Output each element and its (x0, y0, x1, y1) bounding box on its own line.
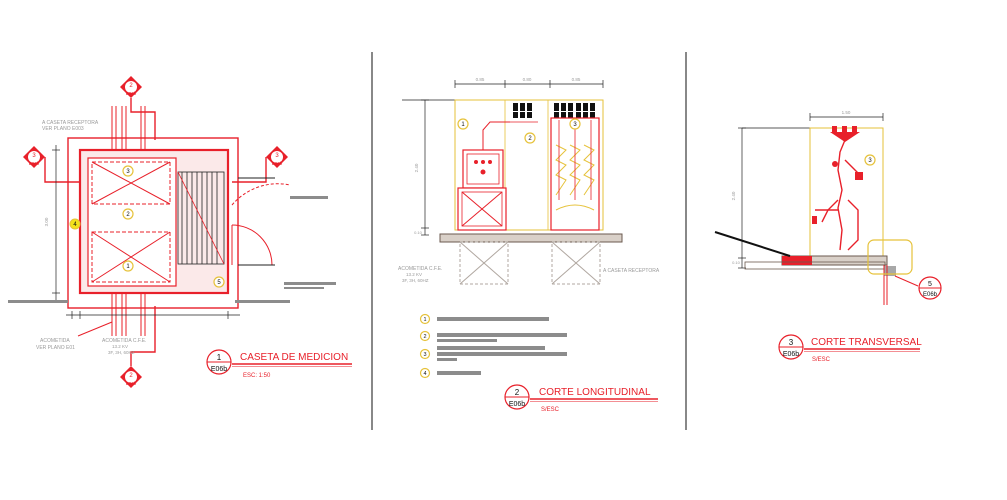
label-receptora: A CASETA RECEPTORA (42, 120, 99, 126)
title-corte-transversal: CORTE TRANSVERSAL (811, 337, 922, 348)
label-acometida-cfe-2: ACOMETIDA C.F.E. (398, 266, 442, 272)
svg-text:2: 2 (126, 212, 130, 218)
label-receptora-2: A CASETA RECEPTORA (603, 268, 660, 274)
svg-text:E06b: E06b (126, 381, 137, 386)
title-block-1: 1 E06b CASETA DE MEDICION ESC: 1:50 (206, 349, 352, 379)
zone-callouts: 3 2 1 4 5 (69, 165, 225, 288)
foundation-3 (714, 231, 896, 305)
foundation-2 (439, 233, 623, 285)
svg-text:E06b: E06b (272, 161, 283, 166)
svg-text:3: 3 (423, 352, 426, 358)
svg-text:E06b: E06b (29, 161, 40, 166)
svg-text:2: 2 (528, 136, 532, 142)
svg-text:4: 4 (73, 222, 77, 228)
svg-text:3: 3 (275, 153, 279, 159)
insulators-3 (830, 126, 860, 142)
svg-text:2: 2 (129, 83, 133, 89)
detail-marker-3[interactable]: 5 E06b (918, 276, 942, 300)
room-outline-2 (454, 99, 604, 231)
section-marker-left[interactable]: 3 E06b (23, 146, 45, 168)
dim-top-2c: 0.85 (572, 77, 581, 82)
switch-arm-3 (815, 139, 861, 251)
title-number-1: 1 (217, 353, 222, 362)
label-acometida-cfe: ACOMETIDA C.F.E. (102, 338, 146, 344)
title-block-3: 3 E06b CORTE TRANSVERSAL S/ESC (778, 334, 922, 363)
panel-corte-longitudinal: 0.85 0.80 0.85 2.40 0.10 (398, 77, 660, 413)
section-marker-bottom[interactable]: 2 E06b (120, 366, 142, 388)
label-acometida-ref: VER PLANO E01 (36, 345, 75, 351)
svg-text:E06b: E06b (126, 91, 137, 96)
panel-corte-transversal: 1.50 2.40 0.10 3 (714, 110, 942, 363)
marker-leaders (44, 98, 267, 366)
legend-2: 1 2 3 4 (419, 313, 567, 379)
dim-top-3: 1.50 (842, 110, 851, 115)
dim-side-2: 2.40 (414, 163, 419, 172)
acometida-leaders (77, 321, 123, 337)
svg-text:2: 2 (129, 373, 133, 379)
meter-cabinet (457, 121, 538, 231)
panel-caseta-medicion: 2 E06b 2 E06b 3 E06b 3 E06b (8, 76, 352, 388)
scale-2: S/ESC (541, 407, 560, 413)
scale-3: S/ESC (812, 357, 831, 363)
svg-text:1: 1 (423, 317, 426, 323)
dim-base-3: 0.10 (732, 260, 741, 265)
zone-callout-3 (864, 154, 876, 166)
stairs (177, 171, 225, 265)
label-acometida-cfe-2: 13.2 KV (112, 344, 128, 349)
dim-3 (738, 113, 884, 269)
title-corte-longitudinal: CORTE LONGITUDINAL (539, 387, 651, 398)
svg-text:2: 2 (423, 334, 426, 340)
switchgear-cabinet (550, 117, 600, 231)
svg-text:3F, 3H, 60HZ: 3F, 3H, 60HZ (402, 278, 429, 283)
svg-text:1: 1 (126, 264, 130, 270)
title-number-3: 3 (789, 338, 794, 347)
dim-side-3: 2.40 (731, 191, 736, 200)
dimension-lines (52, 145, 240, 319)
room-outline-3 (809, 127, 884, 259)
gray-annotations (8, 196, 336, 303)
conduits (111, 106, 146, 336)
svg-text:5: 5 (217, 280, 221, 286)
section-marker-top[interactable]: 2 E06b (120, 76, 142, 98)
label-receptora-ref: VER PLANO E003 (42, 126, 84, 132)
title-block-2: 2 E06b CORTE LONGITUDINAL S/ESC (504, 384, 658, 413)
title-number-2: 2 (515, 388, 520, 397)
svg-text:3: 3 (573, 122, 577, 128)
svg-text:13.2 KV: 13.2 KV (406, 272, 422, 277)
dim-top-2a: 0.85 (476, 77, 485, 82)
enclosure-outer (67, 137, 239, 309)
section-marker-right[interactable]: 3 E06b (266, 146, 288, 168)
svg-text:3: 3 (32, 153, 36, 159)
title-sheet-2: E06b (509, 401, 525, 408)
label-acometida-cfe-3: 3F, 3H, 60HZ (108, 350, 135, 355)
svg-text:E06b: E06b (923, 292, 938, 298)
title-sheet-1: E06b (211, 366, 227, 373)
switch-details-3 (812, 161, 863, 224)
dim-top-2 (402, 80, 604, 236)
dimension-side: 3.00 (44, 217, 49, 226)
dim-base-2: 0.10 (414, 230, 423, 235)
svg-text:5: 5 (928, 281, 932, 288)
scale-1: ESC: 1:50 (243, 373, 271, 379)
svg-text:1: 1 (461, 122, 465, 128)
title-caseta-medicion: CASETA DE MEDICION (240, 352, 348, 363)
svg-text:3: 3 (126, 169, 130, 175)
svg-text:4: 4 (423, 371, 426, 377)
zone-callouts-2: 1 2 3 (457, 118, 581, 144)
dim-top-2b: 0.80 (523, 77, 532, 82)
detail-zone-3 (867, 239, 913, 275)
label-acometida: ACOMETIDA (40, 338, 70, 344)
svg-text:3: 3 (868, 158, 872, 164)
door-swings (231, 177, 291, 266)
fuse-cluster-top (513, 103, 595, 118)
equipment-zones (91, 161, 171, 283)
title-sheet-3: E06b (783, 351, 799, 358)
